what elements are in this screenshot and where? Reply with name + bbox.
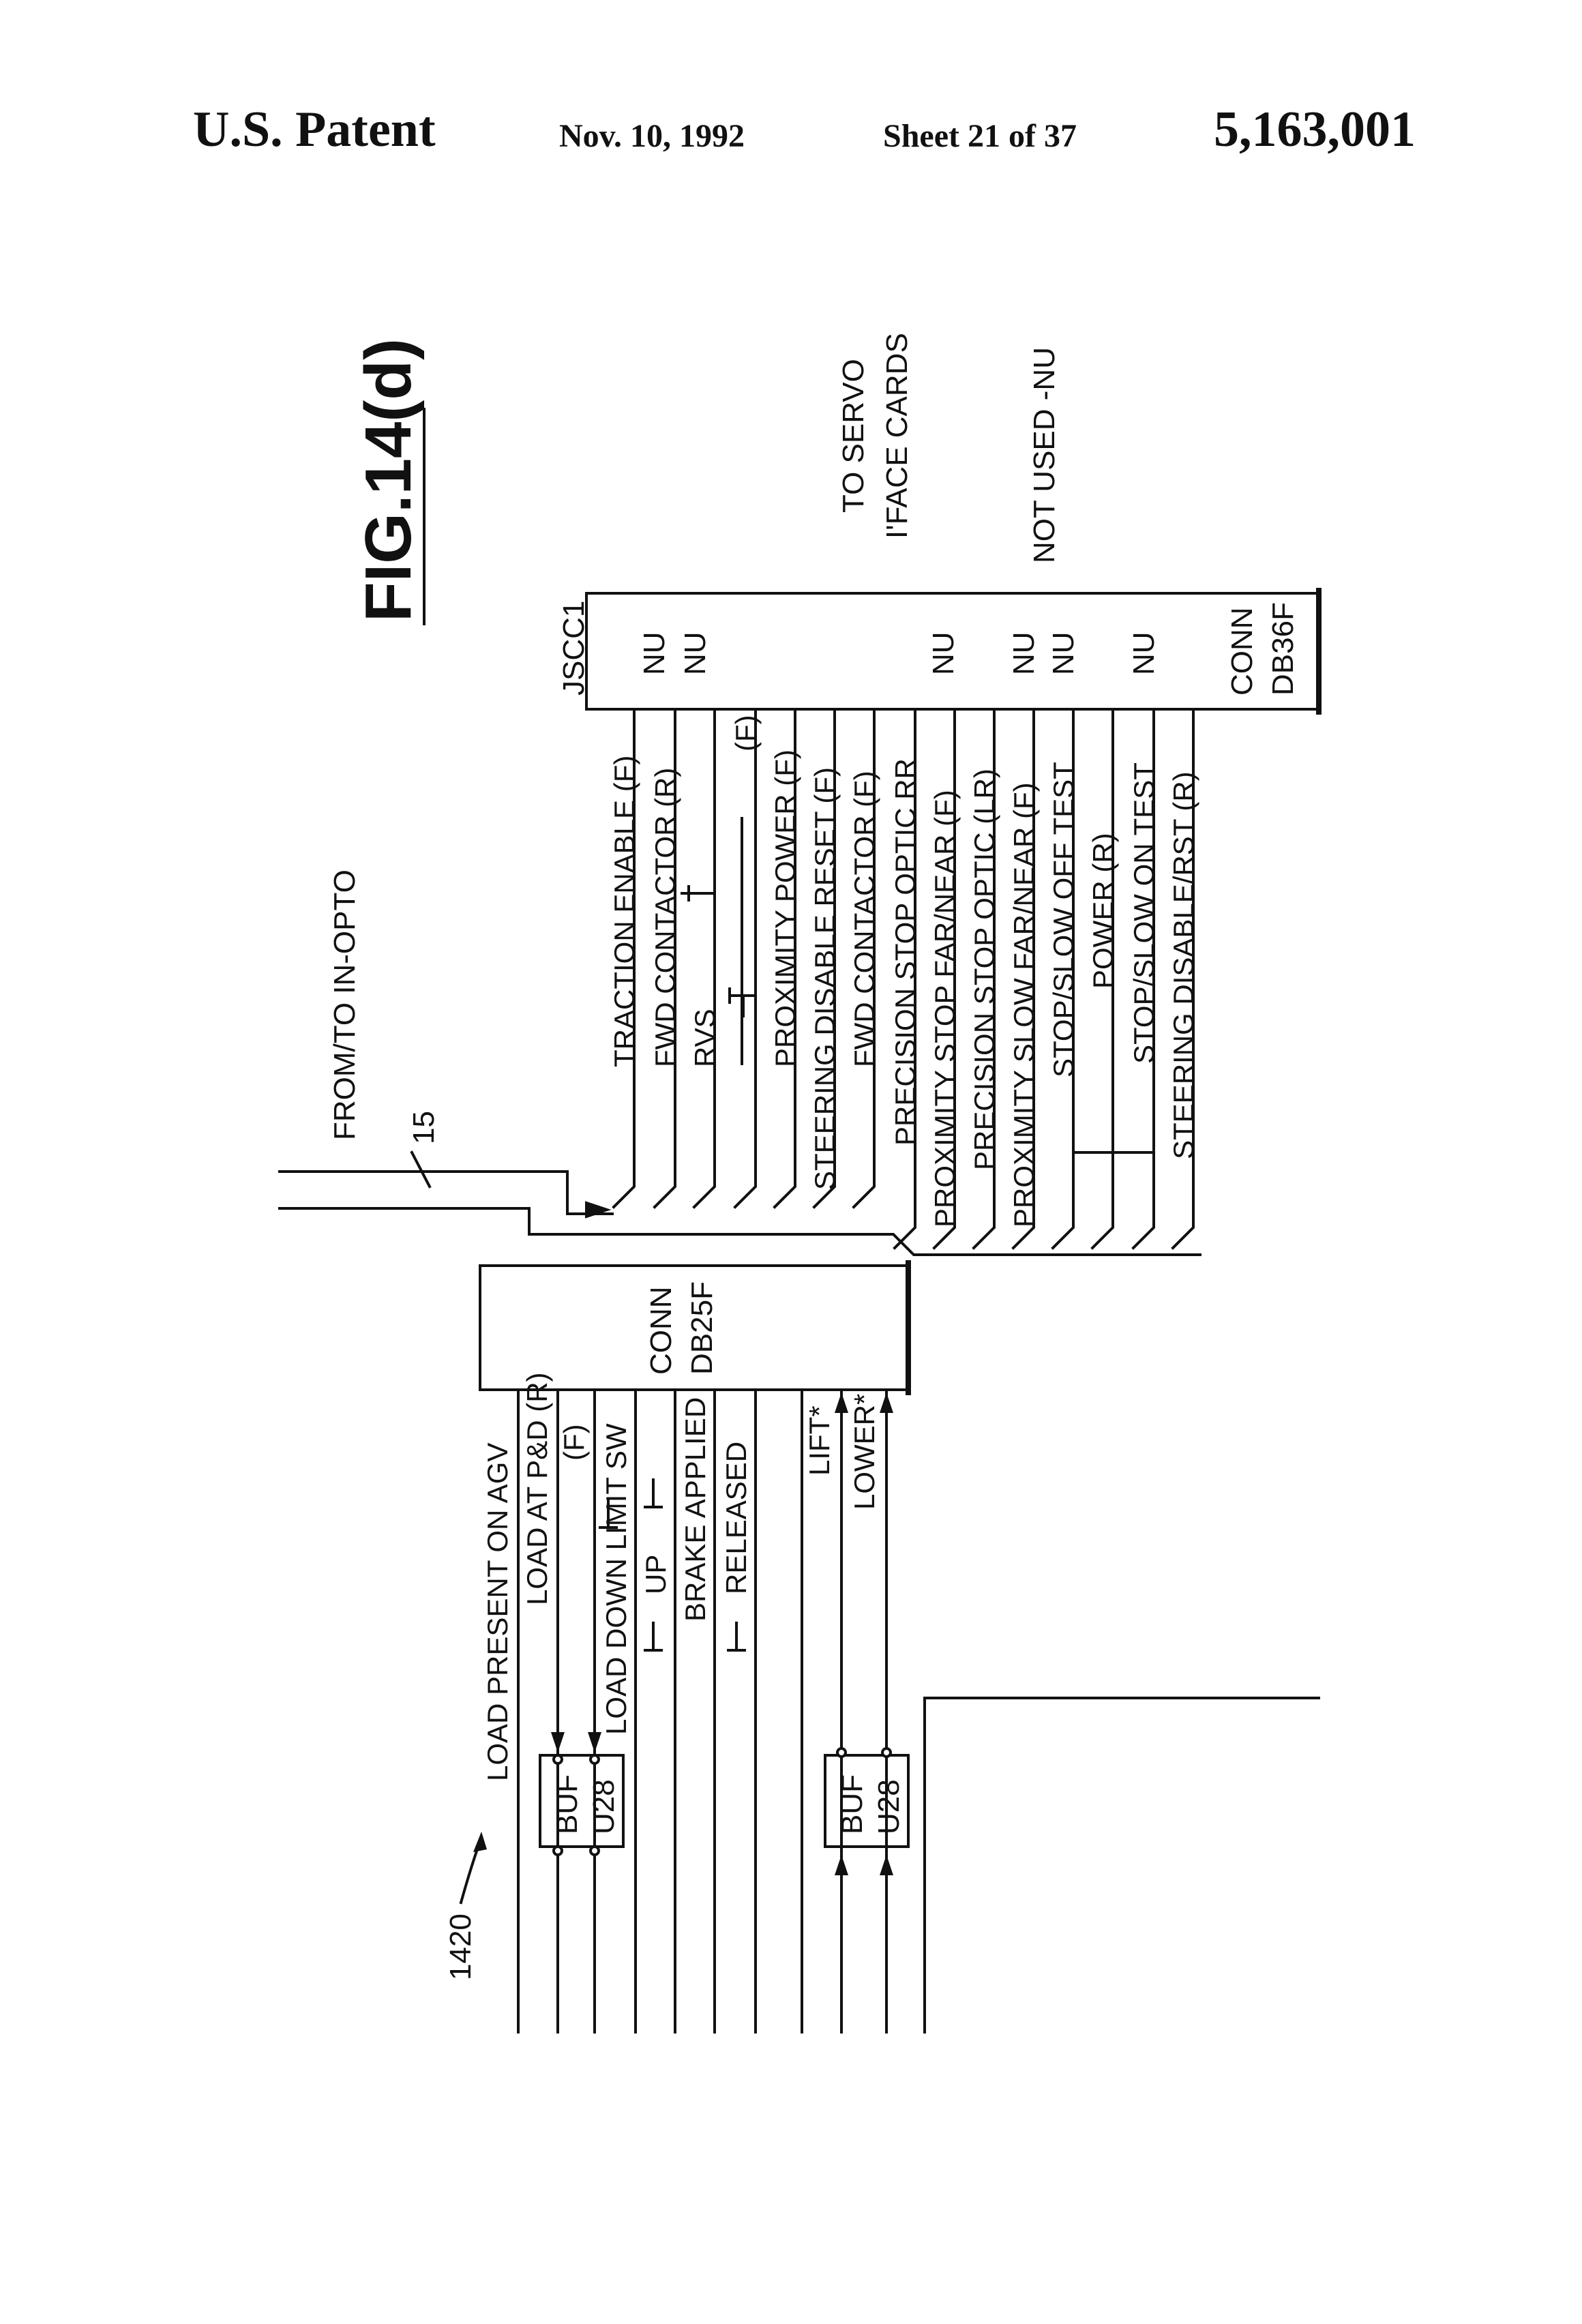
svg-text:STOP/SLOW OFF TEST: STOP/SLOW OFF TEST [1047,762,1079,1077]
jscc1-conn-type: DB36F [1266,602,1300,696]
reference-arrow [459,1843,481,1905]
svg-text:(F): (F) [558,1424,590,1461]
svg-text:PROXIMITY SLOW FAR/NEAR (F): PROXIMITY SLOW FAR/NEAR (F) [1008,782,1040,1227]
buffer-top-part: U28 [587,1779,621,1834]
fig-title: FIG.14(d) [352,338,425,622]
svg-text:LOAD DOWN LIMIT SW: LOAD DOWN LIMIT SW [600,1423,632,1735]
svg-text:STEERING DISABLE RESET (F): STEERING DISABLE RESET (F) [809,767,841,1190]
db25f-conn-label: CONN [644,1286,678,1375]
buffer-pin-circles [552,1747,892,1856]
patent-date: Nov. 10, 1992 [559,118,745,154]
db25f-wires [517,1388,1320,2034]
svg-text:LOWER*: LOWER* [848,1394,880,1510]
jscc1-signal-labels: TRACTION ENABLE (F) FWD CONTACTOR (R) RV… [608,715,1199,1227]
buffer-bottom-part: U28 [872,1779,906,1834]
svg-text:FWD CONTACTOR (F): FWD CONTACTOR (F) [848,771,880,1067]
db25f-conn-type: DB25F [685,1281,719,1375]
buffer-bottom-label: BUF [835,1774,869,1834]
db25f-signal-labels: LOAD PRESENT ON AGV LOAD AT P&D (R) (F) … [481,1372,880,1781]
svg-text:PRECISION STOP OPTIC (LR): PRECISION STOP OPTIC (LR) [968,769,1000,1170]
nu-mark: NU [927,631,960,675]
svg-text:RVS: RVS [689,1009,721,1067]
buffer-top-label: BUF [550,1774,584,1834]
nu-mark: NU [638,631,671,675]
svg-text:PRECISION STOP OPTIC RR: PRECISION STOP OPTIC RR [889,758,921,1146]
svg-text:PROXIMITY STOP FAR/NEAR (F): PROXIMITY STOP FAR/NEAR (F) [929,790,961,1227]
svg-text:(F): (F) [730,715,762,751]
nu-mark: NU [1127,631,1161,675]
svg-text:LOAD PRESENT ON AGV: LOAD PRESENT ON AGV [481,1443,513,1781]
from-to-in-opto-label: FROM/TO IN-OPTO [328,869,361,1140]
jscc1-box [585,592,1320,711]
patent-label: U.S. Patent [193,102,436,158]
svg-text:TRACTION ENABLE (F): TRACTION ENABLE (F) [608,756,640,1067]
to-servo-label: TO SERVO [837,359,870,513]
svg-text:UP: UP [640,1555,672,1594]
svg-text:STEERING DISABLE/RST (R): STEERING DISABLE/RST (R) [1167,771,1199,1159]
bus-arrowhead [585,1201,612,1219]
svg-text:LIFT*: LIFT* [803,1405,835,1476]
svg-text:POWER (R): POWER (R) [1087,833,1119,989]
reference-number: 1420 [444,1913,477,1980]
svg-text:FWD CONTACTOR (R): FWD CONTACTOR (R) [649,768,681,1067]
buffer-u28-top [539,1754,625,1848]
jscc1-label: JSCC1 [557,601,591,696]
patent-number: 5,163,001 [1214,102,1416,158]
svg-text:RELEASED: RELEASED [720,1442,752,1594]
sheet-number: Sheet 21 of 37 [883,118,1077,154]
bus-count-label: 15 [407,1111,441,1144]
buffer-u28-bottom [824,1754,910,1848]
jscc1-conn-label: CONN [1225,607,1259,696]
nu-mark: NU [678,631,712,675]
svg-text:PROXIMITY POWER (F): PROXIMITY POWER (F) [769,749,801,1067]
jscc1-tee-marks [681,817,1155,1161]
svg-text:BRAKE APPLIED: BRAKE APPLIED [679,1397,711,1622]
svg-text:LOAD AT P&D (R): LOAD AT P&D (R) [521,1372,553,1605]
signal-arrowheads [551,1392,893,1875]
iface-cards-label: I'FACE CARDS [880,333,914,539]
nu-mark: NU [1007,631,1041,675]
svg-text:STOP/SLOW ON TEST: STOP/SLOW ON TEST [1128,762,1160,1064]
db25f-tee-marks [599,1478,746,1652]
nu-mark: NU [1047,631,1080,675]
not-used-note: NOT USED -NU [1028,347,1061,563]
